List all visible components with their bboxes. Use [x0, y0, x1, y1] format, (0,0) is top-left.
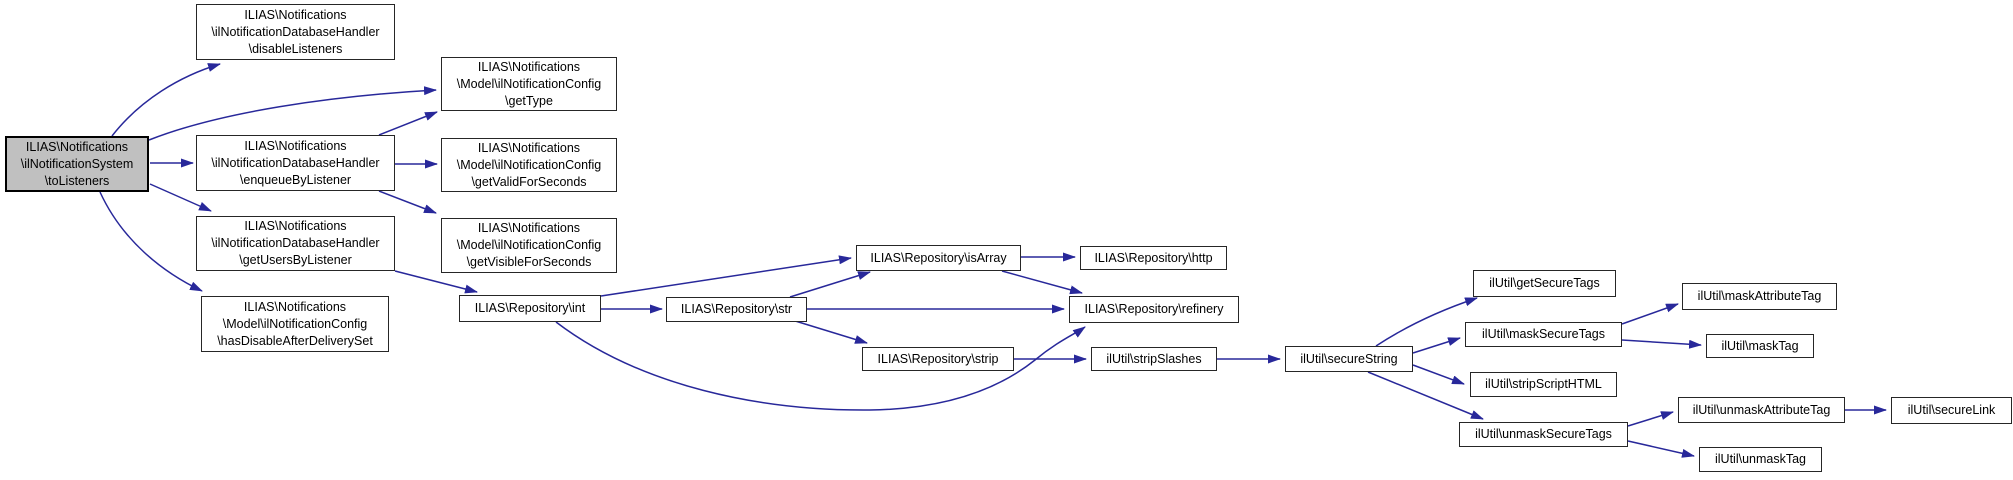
- node-label-line: \ilNotificationDatabaseHandler: [211, 236, 380, 250]
- node-get-type[interactable]: ILIAS\Notifications \Model\ilNotification…: [441, 57, 617, 111]
- node-get-users-by-listener[interactable]: ILIAS\Notifications \ilNotificationDataba…: [196, 216, 395, 271]
- node-label-line: \Model\ilNotificationConfig: [456, 76, 602, 91]
- edge-unmask-secure-tags-to-unmask-attribute-tag: [1627, 411, 1674, 427]
- node-label-line: \getUsersByListener: [239, 253, 352, 267]
- edge-enqueue-by-listener-to-get-type: [378, 111, 438, 136]
- node-label-line: \getType: [505, 93, 553, 108]
- node-mask-secure-tags[interactable]: ilUtil\maskSecureTags: [1465, 322, 1622, 347]
- node-label-line: \disableListeners: [248, 41, 343, 56]
- edge-unmask-secure-tags-to-unmask-tag: [1627, 440, 1695, 458]
- node-unmask-secure-tags[interactable]: ilUtil\unmaskSecureTags: [1459, 422, 1628, 447]
- edge-to-listeners-to-has-disable-after-delivery-set: [99, 191, 203, 292]
- node-get-valid-for-seconds[interactable]: ILIAS\Notifications \Model\ilNotification…: [441, 138, 617, 192]
- node-label-line: \getVisibleForSeconds: [466, 255, 592, 269]
- node-disable-listeners[interactable]: ILIAS\Notifications \ilNotificationDataba…: [196, 4, 395, 60]
- node-to-listeners[interactable]: ILIAS\Notifications \ilNotificationSystem…: [5, 136, 149, 192]
- node-label-line: \Model\ilNotificationConfig: [456, 157, 602, 172]
- node-label-line: ilUtil\stripSlashes: [1106, 351, 1202, 366]
- node-label-line: ILIAS\Notifications: [477, 221, 581, 235]
- node-enqueue-by-listener[interactable]: ILIAS\Notifications \ilNotificationDataba…: [196, 135, 395, 191]
- edge-mask-secure-tags-to-mask-attribute-tag: [1621, 303, 1679, 325]
- node-label-line: ilUtil\unmaskAttributeTag: [1692, 402, 1831, 417]
- node-repository-refinery[interactable]: ILIAS\Repository\refinery: [1069, 296, 1239, 323]
- node-secure-link[interactable]: ilUtil\secureLink: [1891, 397, 2012, 424]
- node-mask-attribute-tag[interactable]: ilUtil\maskAttributeTag: [1682, 283, 1837, 310]
- edge-secure-string-to-get-secure-tags: [1375, 297, 1478, 347]
- node-label-line: ILIAS\Notifications: [244, 138, 347, 153]
- edge-secure-string-to-strip-script-html: [1412, 364, 1465, 385]
- node-label-line: \Model\ilNotificationConfig: [222, 316, 368, 331]
- node-label-line: ilUtil\maskTag: [1721, 338, 1799, 353]
- node-repository-http[interactable]: ILIAS\Repository\http: [1080, 246, 1227, 270]
- node-label-line: ilUtil\maskAttributeTag: [1697, 289, 1822, 303]
- node-strip-script-html[interactable]: ilUtil\stripScriptHTML: [1470, 372, 1617, 397]
- node-repository-strip[interactable]: ILIAS\Repository\strip: [862, 347, 1014, 371]
- node-label-line: \toListeners: [44, 173, 110, 188]
- node-label-line: ILIAS\Repository\str: [680, 302, 793, 316]
- node-label-line: ilUtil\getSecureTags: [1489, 276, 1600, 290]
- edge-repository-int-to-repository-is-array: [600, 255, 852, 297]
- node-label-line: ilUtil\maskSecureTags: [1482, 327, 1605, 341]
- edge-enqueue-by-listener-to-get-visible-for-seconds: [378, 190, 437, 214]
- node-label-line: \ilNotificationDatabaseHandler: [211, 24, 380, 39]
- node-label-line: ILIAS\Repository\isArray: [870, 250, 1007, 265]
- node-label-line: ILIAS\Repository\http: [1094, 250, 1213, 265]
- node-secure-string[interactable]: ilUtil\secureString: [1285, 346, 1413, 372]
- edge-secure-string-to-unmask-secure-tags: [1367, 371, 1484, 420]
- node-label-line: \hasDisableAfterDeliverySet: [217, 333, 373, 348]
- node-label-line: ilUtil\secureLink: [1907, 403, 1996, 417]
- node-label-line: ilUtil\unmaskSecureTags: [1475, 427, 1612, 441]
- node-unmask-attribute-tag[interactable]: ilUtil\unmaskAttributeTag: [1678, 397, 1845, 423]
- edge-repository-str-to-repository-strip: [791, 319, 868, 344]
- edge-repository-str-to-repository-is-array: [789, 271, 871, 298]
- node-label-line: ILIAS\Repository\strip: [877, 351, 999, 366]
- edge-get-users-by-listener-to-repository-int: [394, 270, 478, 294]
- node-unmask-tag[interactable]: ilUtil\unmaskTag: [1699, 447, 1822, 472]
- node-repository-int[interactable]: ILIAS\Repository\int: [459, 295, 601, 322]
- node-label-line: ILIAS\Notifications: [25, 139, 129, 154]
- node-strip-slashes[interactable]: ilUtil\stripSlashes: [1091, 347, 1217, 371]
- edge-repository-int-to-repository-refinery: [555, 321, 1086, 411]
- node-label-line: ILIAS\Repository\refinery: [1084, 302, 1224, 316]
- node-repository-is-array[interactable]: ILIAS\Repository\isArray: [856, 245, 1021, 271]
- node-label-line: ILIAS\Notifications: [244, 219, 347, 233]
- node-label-line: \getValidForSeconds: [471, 174, 587, 189]
- node-label-line: ilUtil\unmaskTag: [1714, 452, 1806, 466]
- node-get-secure-tags[interactable]: ilUtil\getSecureTags: [1473, 270, 1616, 297]
- edge-repository-is-array-to-repository-refinery: [1001, 270, 1083, 295]
- node-label-line: ILIAS\Notifications: [244, 7, 347, 22]
- edge-to-listeners-to-get-users-by-listener: [149, 183, 212, 212]
- node-label-line: ILIAS\Notifications: [243, 299, 347, 314]
- node-label-line: ILIAS\Notifications: [477, 59, 581, 74]
- node-label-line: ILIAS\Repository\int: [474, 301, 586, 315]
- node-repository-str[interactable]: ILIAS\Repository\str: [666, 297, 807, 322]
- edge-secure-string-to-mask-secure-tags: [1412, 337, 1461, 354]
- node-label-line: ilUtil\stripScriptHTML: [1485, 377, 1602, 391]
- edge-mask-secure-tags-to-mask-tag: [1621, 339, 1702, 349]
- node-label-line: ilUtil\secureString: [1300, 351, 1398, 366]
- node-mask-tag[interactable]: ilUtil\maskTag: [1706, 334, 1814, 358]
- node-label-line: \Model\ilNotificationConfig: [456, 238, 602, 252]
- edge-to-listeners-to-get-type: [148, 86, 437, 141]
- node-label-line: \ilNotificationSystem: [20, 156, 134, 171]
- node-has-disable-after-delivery-set[interactable]: ILIAS\Notifications \Model\ilNotification…: [201, 296, 389, 352]
- node-label-line: \ilNotificationDatabaseHandler: [211, 155, 380, 170]
- node-get-visible-for-seconds[interactable]: ILIAS\Notifications \Model\ilNotification…: [441, 218, 617, 273]
- edge-to-listeners-to-disable-listeners: [111, 63, 221, 137]
- node-label-line: \enqueueByListener: [239, 172, 352, 187]
- node-label-line: ILIAS\Notifications: [477, 140, 581, 155]
